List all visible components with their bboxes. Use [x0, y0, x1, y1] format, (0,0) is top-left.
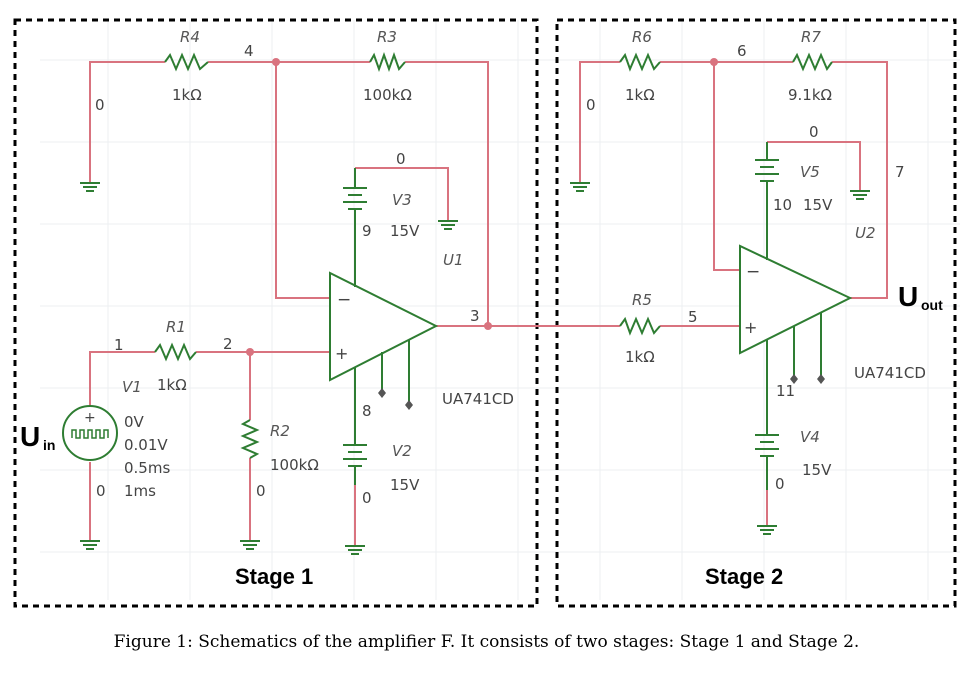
r4-name: R4: [180, 28, 200, 46]
node1-label: 1: [114, 336, 124, 354]
uout-label: U: [898, 281, 918, 312]
ground-icon: [850, 190, 870, 200]
battery-v3-icon: [343, 168, 367, 230]
u2-plus-sign: +: [744, 318, 757, 337]
u1-name: U1: [443, 251, 464, 269]
node9-label: 9: [362, 222, 372, 240]
r6-name: R6: [632, 28, 652, 46]
stage1-wires: [89, 61, 620, 545]
resistor-r3: [369, 52, 406, 72]
v3-value: 15V: [390, 222, 420, 240]
zero-label: 0: [775, 475, 785, 493]
junction-node3: [484, 322, 492, 330]
u2-name: U2: [855, 224, 876, 242]
u1-part: UA741CD: [442, 390, 514, 408]
zero-label: 0: [809, 123, 819, 141]
node2-label: 2: [223, 335, 233, 353]
r5-value: 1kΩ: [625, 348, 655, 366]
resistor-r1: [154, 342, 197, 362]
node5-label: 5: [688, 308, 698, 326]
stage1-label: Stage 1: [235, 564, 313, 589]
resistor-r4: [164, 52, 209, 72]
zero-label: 0: [586, 96, 596, 114]
r1-value: 1kΩ: [157, 376, 187, 394]
uin-subscript: in: [43, 437, 55, 453]
opamp-u1-icon: [329, 230, 439, 410]
node6-label: 6: [737, 42, 747, 60]
zero-label: 0: [362, 489, 372, 507]
opamp-u2-icon: [739, 200, 853, 420]
resistor-r7: [792, 52, 833, 72]
node3-label: 3: [470, 307, 480, 325]
r2-value: 100kΩ: [270, 456, 319, 474]
stage2-wires: [579, 61, 888, 525]
v1-param: 0.5ms: [124, 459, 170, 477]
v1-name: V1: [122, 378, 142, 396]
r5-name: R5: [632, 291, 652, 309]
v4-value: 15V: [802, 461, 832, 479]
resistor-r6: [619, 52, 661, 72]
v2-value: 15V: [390, 476, 420, 494]
stage1-box: [13, 18, 539, 608]
ground-icon: [80, 182, 100, 192]
ground-icon: [757, 525, 777, 535]
v1-param: 0.01V: [124, 436, 168, 454]
zero-label: 0: [95, 96, 105, 114]
ground-icon: [570, 182, 590, 192]
v4-name: V4: [800, 428, 820, 446]
junction-node4: [272, 58, 280, 66]
ground-icon: [80, 540, 100, 550]
resistor-r2: [240, 419, 260, 459]
ground-icon: [240, 540, 260, 550]
v1-param: 0V: [124, 413, 145, 431]
r2-name: R2: [270, 422, 290, 440]
v2-name: V2: [392, 442, 412, 460]
zero-label: 0: [256, 482, 266, 500]
junction-node2: [246, 348, 254, 356]
r3-value: 100kΩ: [363, 86, 412, 104]
node7-label: 7: [895, 163, 905, 181]
resistor-r5: [619, 316, 661, 336]
battery-v4-icon: [755, 420, 779, 490]
r4-value: 1kΩ: [172, 86, 202, 104]
battery-v2-icon: [343, 405, 367, 485]
zero-label: 0: [96, 482, 106, 500]
uin-label: U: [20, 421, 40, 452]
v3-name: V3: [392, 191, 412, 209]
background-grid: [40, 20, 960, 600]
v5-value: 15V: [803, 196, 833, 214]
u2-minus-sign: −: [746, 262, 760, 282]
r6-value: 1kΩ: [625, 86, 655, 104]
v1-source-icon: +: [62, 405, 118, 461]
r3-name: R3: [377, 28, 397, 46]
battery-v5-icon: [755, 142, 779, 200]
ground-icon: [345, 545, 365, 555]
zero-label: 0: [396, 150, 406, 168]
node10-label: 10: [773, 196, 792, 214]
r7-name: R7: [801, 28, 821, 46]
r7-value: 9.1kΩ: [788, 86, 832, 104]
node8-label: 8: [362, 402, 372, 420]
figure-caption: Figure 1: Schematics of the amplifier F.…: [113, 632, 860, 652]
r1-name: R1: [166, 318, 186, 336]
junction-node6: [710, 58, 718, 66]
node4-label: 4: [244, 42, 254, 60]
node11-label: 11: [776, 382, 795, 400]
uout-subscript: out: [921, 297, 943, 313]
v5-name: V5: [800, 163, 820, 181]
u1-plus-sign: +: [335, 344, 348, 363]
svg-text:+: +: [84, 410, 96, 426]
stage2-box: [555, 18, 957, 608]
v1-param: 1ms: [124, 482, 156, 500]
ground-icon: [438, 220, 458, 230]
u1-minus-sign: −: [337, 290, 351, 310]
stage2-label: Stage 2: [705, 564, 783, 589]
u2-part: UA741CD: [854, 364, 926, 382]
